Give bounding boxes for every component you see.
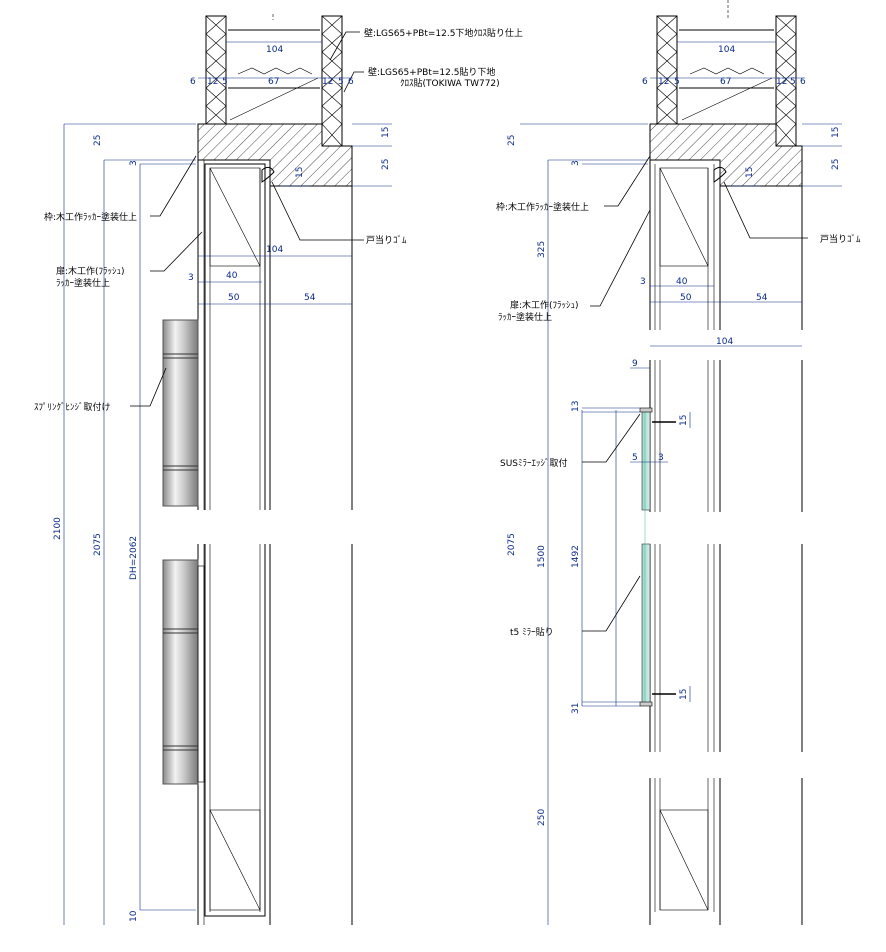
label-wall-2a: 壁:LGS65+PBt=12.5貼り下地 xyxy=(368,66,495,78)
left-detail xyxy=(63,14,392,925)
dim-l-15a: 15 xyxy=(381,127,391,138)
dim-r-104-mid: 104 xyxy=(716,337,733,347)
label-door-right-b: ﾗｯｶｰ塗装仕上 xyxy=(498,311,552,323)
dim-l-54: 54 xyxy=(304,293,316,303)
dim-r-13: 13 xyxy=(571,401,581,412)
annotations: 壁:LGS65+PBt=12.5下地ｸﾛｽ貼り仕上 壁:LGS65+PBt=12… xyxy=(34,27,861,638)
dim-l-5a: 5 xyxy=(222,77,228,87)
dim-l-6b: 6 xyxy=(348,77,354,87)
dim-l-3b: 3 xyxy=(188,273,194,283)
dim-l-6a: 6 xyxy=(190,77,196,87)
label-mirror: t5 ﾐﾗｰ貼り xyxy=(510,626,554,638)
label-stop-right: 戸当りｺﾞﾑ xyxy=(820,233,861,245)
dim-r-1492: 1492 xyxy=(571,545,581,568)
dimension-labels: 104 6 12 5 67 12 5 6 15 15 25 25 3 104 3… xyxy=(53,45,841,922)
label-hinge: ｽﾌﾟﾘﾝｸﾞﾋﾝｼﾞ取付け xyxy=(34,402,111,413)
label-frame-right: 枠:木工作ﾗｯｶｰ塗装仕上 xyxy=(496,201,589,213)
dim-l-104-top: 104 xyxy=(266,45,283,55)
label-wall-2b: ｸﾛｽ貼(TOKIWA TW772) xyxy=(400,77,500,89)
dim-r-40: 40 xyxy=(676,277,688,287)
dim-r-325: 325 xyxy=(537,241,547,258)
dim-r-15d: 15 xyxy=(679,689,689,700)
dim-r-6b: 6 xyxy=(800,77,806,87)
dim-r-1500: 1500 xyxy=(537,545,547,568)
dim-r-12b: 12 xyxy=(776,77,787,87)
dim-l-2100: 2100 xyxy=(53,517,63,540)
dim-r-15b: 15 xyxy=(745,167,755,178)
dim-l-67: 67 xyxy=(268,77,279,87)
spring-hinge-upper xyxy=(162,319,199,507)
label-sus-edge: SUSﾐﾗｰｴｯｼﾞ取付 xyxy=(500,458,568,469)
left-wall-stud-a xyxy=(205,15,227,125)
dim-l-2075: 2075 xyxy=(93,533,103,556)
dim-r-3b: 3 xyxy=(640,277,646,287)
dim-r-12a: 12 xyxy=(658,77,669,87)
dim-r-9: 9 xyxy=(632,359,638,369)
dim-r-2075: 2075 xyxy=(507,533,517,556)
label-wall-1: 壁:LGS65+PBt=12.5下地ｸﾛｽ貼り仕上 xyxy=(364,27,523,39)
dim-l-25b: 25 xyxy=(381,159,391,170)
dim-l-104-mid: 104 xyxy=(266,245,283,255)
right-detail xyxy=(520,0,842,925)
mirror-upper xyxy=(641,409,651,511)
dim-l-50: 50 xyxy=(228,293,240,303)
door-stop-rubber xyxy=(261,166,275,183)
dim-r-5: 5 xyxy=(632,453,638,463)
dim-l-5b: 5 xyxy=(338,77,344,87)
dim-r-5a: 5 xyxy=(674,77,680,87)
dim-r-6a: 6 xyxy=(642,77,648,87)
dim-l-12b: 12 xyxy=(322,77,333,87)
right-wall-stud-a xyxy=(656,15,678,125)
dim-r-15a: 15 xyxy=(831,127,841,138)
label-frame-left: 枠:木工作ﾗｯｶｰ塗装仕上 xyxy=(44,211,137,223)
label-stop-left: 戸当りｺﾞﾑ xyxy=(366,234,407,246)
mirror-lower xyxy=(641,543,651,705)
dim-r-3c: 3 xyxy=(658,453,664,463)
dim-l-25a: 25 xyxy=(93,135,103,146)
dim-r-25a: 25 xyxy=(507,135,517,146)
dim-r-250: 250 xyxy=(537,809,547,826)
dim-l-40: 40 xyxy=(226,271,238,281)
label-door-left-b: ﾗｯｶｰ塗装仕上 xyxy=(56,277,110,289)
dim-l-10: 10 xyxy=(129,910,139,922)
dim-l-15b: 15 xyxy=(295,167,305,178)
dim-r-25b: 25 xyxy=(831,159,841,170)
label-door-right-a: 扉:木工作(ﾌﾗｯｼｭ) xyxy=(510,299,579,311)
dim-r-31: 31 xyxy=(571,703,581,714)
dim-r-5b: 5 xyxy=(790,77,796,87)
dim-r-67: 67 xyxy=(720,77,731,87)
dim-l-dh: DH=2062 xyxy=(129,536,139,580)
dim-l-3: 3 xyxy=(129,160,139,166)
dim-r-3: 3 xyxy=(571,160,581,166)
dim-r-50: 50 xyxy=(680,293,692,303)
label-door-left-a: 扉:木工作(ﾌﾗｯｼｭ) xyxy=(56,265,125,277)
spring-hinge-lower xyxy=(162,559,205,785)
dim-r-54: 54 xyxy=(756,293,768,303)
dim-l-12a: 12 xyxy=(207,77,218,87)
dim-r-15c: 15 xyxy=(679,415,689,426)
dim-r-104-top: 104 xyxy=(718,45,735,55)
